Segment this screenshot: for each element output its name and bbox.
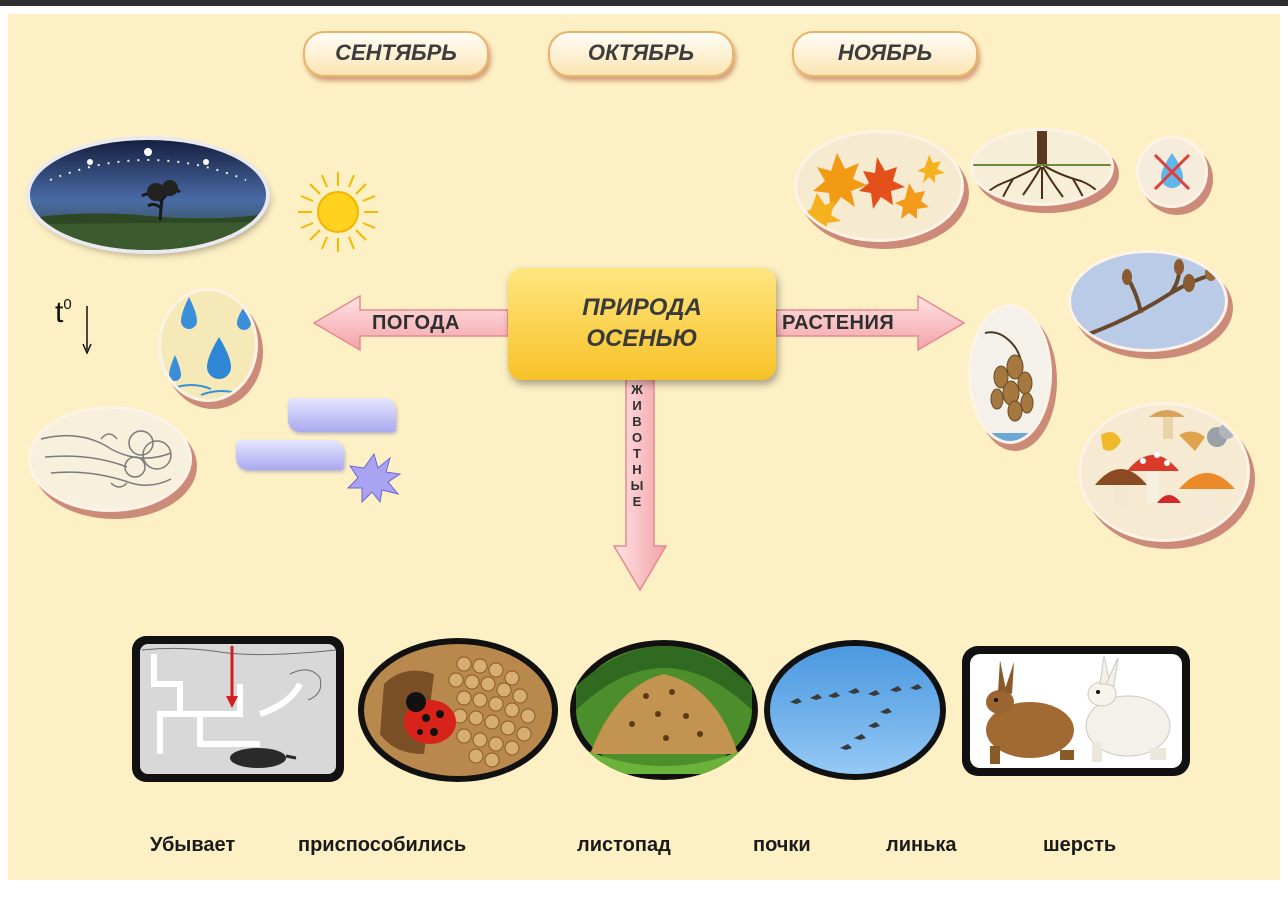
tree-buds-image (1068, 250, 1228, 352)
temperature-label: t0 (55, 296, 72, 330)
word-prisposobilis[interactable]: приспособились (298, 834, 466, 857)
no-water-icon (1136, 136, 1208, 208)
mole-burrow-image (132, 636, 344, 782)
temperature-superscript: 0 (63, 296, 71, 313)
flying-geese-image (764, 640, 946, 780)
hares-image (962, 646, 1190, 776)
plants-label: РАСТЕНИЯ (782, 312, 894, 335)
center-title-line2: ОСЕНЬЮ (508, 323, 776, 354)
month-september[interactable]: СЕНТЯБРЬ (303, 31, 489, 77)
rain-drops-image (158, 288, 258, 402)
cloud-bar-upper (288, 398, 396, 432)
spark-star-icon (346, 452, 402, 504)
word-pochki[interactable]: почки (753, 834, 811, 857)
wind-clouds-image (28, 406, 192, 512)
anthill-image (570, 640, 758, 780)
top-border (0, 0, 1288, 6)
tree-roots-image (970, 128, 1114, 206)
weather-label: ПОГОДА (372, 312, 460, 335)
down-arrow-icon (80, 306, 94, 354)
center-topic-box[interactable]: ПРИРОДА ОСЕНЬЮ (508, 268, 776, 380)
animals-label: ЖИВОТНЫЕ (630, 382, 644, 510)
cloud-bar-lower (236, 440, 344, 470)
ladybug-image (358, 638, 558, 782)
night-sky-tree-image (30, 140, 266, 250)
sun-icon (296, 170, 380, 254)
maple-leaves-image (794, 130, 964, 242)
word-linka[interactable]: линька (886, 834, 957, 857)
mushrooms-image (1078, 402, 1250, 542)
word-listopad[interactable]: листопад (577, 834, 671, 857)
center-title-line1: ПРИРОДА (508, 292, 776, 323)
dry-seeds-image (968, 304, 1052, 444)
word-sherst[interactable]: шерсть (1043, 834, 1116, 857)
word-ubyvaet[interactable]: Убывает (150, 834, 235, 857)
month-october[interactable]: ОКТЯБРЬ (548, 31, 734, 77)
month-november[interactable]: НОЯБРЬ (792, 31, 978, 77)
